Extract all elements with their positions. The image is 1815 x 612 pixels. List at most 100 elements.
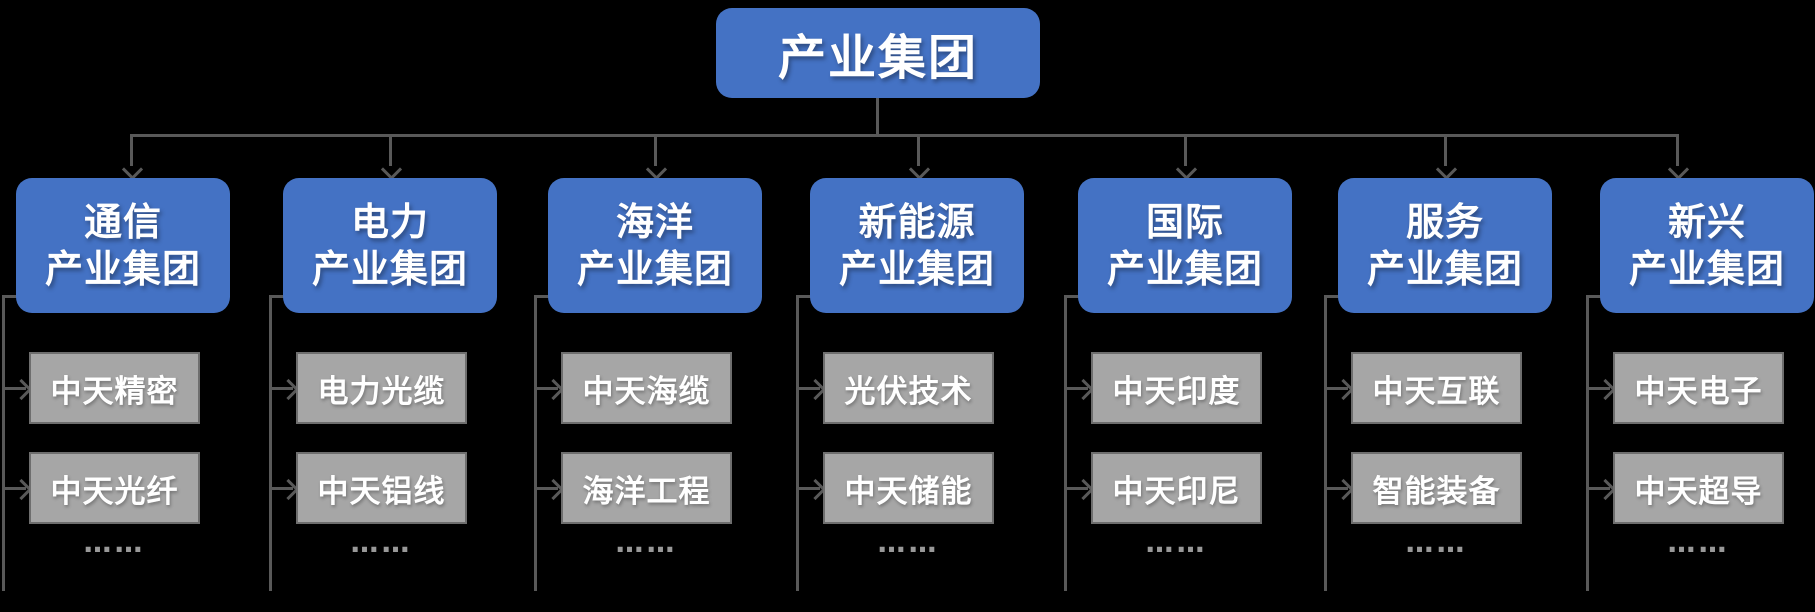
more-indicator: …… <box>350 526 413 559</box>
arrow-down-icon <box>1175 158 1198 181</box>
root-node-label: 产业集团 <box>777 30 978 86</box>
arrow-down-icon <box>1667 158 1690 181</box>
connector-child-arrow <box>1326 487 1348 490</box>
connector-drop-6 <box>1444 134 1447 166</box>
connector-drop-3 <box>654 134 657 166</box>
connector-child-arrow <box>1066 487 1088 490</box>
group-name-line1: 通信 <box>83 200 162 245</box>
subsidiary-node: 电力光缆 <box>296 352 467 424</box>
group-name-line2: 产业集团 <box>44 246 201 291</box>
connector-elbow <box>269 295 286 298</box>
more-indicator: …… <box>615 526 678 559</box>
connector-spine <box>1324 295 1327 591</box>
more-indicator: …… <box>83 526 146 559</box>
connector-drop-5 <box>1184 134 1187 166</box>
org-column-communication: 通信 产业集团 中天精密 中天光纤 …… <box>2 178 230 608</box>
subsidiary-label: 海洋工程 <box>582 473 711 510</box>
more-indicator: …… <box>1667 526 1730 559</box>
subsidiary-label: 中天超导 <box>1634 473 1763 510</box>
connector-child-arrow <box>798 387 820 390</box>
root-node: 产业集团 <box>716 8 1040 98</box>
connector-drop-1 <box>130 134 133 166</box>
subsidiary-node: 智能装备 <box>1351 452 1522 524</box>
more-indicator: …… <box>1405 526 1468 559</box>
group-node: 国际 产业集团 <box>1078 178 1292 313</box>
subsidiary-label: 中天电子 <box>1634 373 1763 410</box>
subsidiary-label: 中天印尼 <box>1112 473 1241 510</box>
group-node: 电力 产业集团 <box>283 178 497 313</box>
connector-root-stem <box>876 97 879 135</box>
subsidiary-node: 光伏技术 <box>823 352 994 424</box>
connector-spine <box>2 295 5 591</box>
group-name-line2: 产业集团 <box>1628 246 1785 291</box>
subsidiary-node: 中天印度 <box>1091 352 1262 424</box>
subsidiary-label: 光伏技术 <box>844 373 973 410</box>
subsidiary-node: 中天光纤 <box>29 452 200 524</box>
group-name-line1: 海洋 <box>615 200 694 245</box>
group-node: 服务 产业集团 <box>1338 178 1552 313</box>
org-column-new-energy: 新能源 产业集团 光伏技术 中天储能 …… <box>796 178 1024 608</box>
subsidiary-label: 中天海缆 <box>582 373 711 410</box>
connector-child-arrow <box>536 487 558 490</box>
connector-child-arrow <box>1588 487 1610 490</box>
group-name-line1: 电力 <box>350 200 429 245</box>
group-node: 通信 产业集团 <box>16 178 230 313</box>
connector-child-arrow <box>1326 387 1348 390</box>
group-name-line1: 国际 <box>1145 200 1224 245</box>
connector-drop-2 <box>389 134 392 166</box>
group-name-line2: 产业集团 <box>311 246 468 291</box>
connector-drop-4 <box>917 134 920 166</box>
connector-elbow <box>534 295 551 298</box>
subsidiary-node: 中天铝线 <box>296 452 467 524</box>
subsidiary-label: 中天精密 <box>50 373 179 410</box>
subsidiary-label: 智能装备 <box>1372 473 1501 510</box>
group-name-line1: 服务 <box>1405 200 1484 245</box>
subsidiary-label: 中天铝线 <box>317 473 446 510</box>
connector-drop-7 <box>1676 134 1679 166</box>
subsidiary-label: 中天互联 <box>1372 373 1501 410</box>
org-column-service: 服务 产业集团 中天互联 智能装备 …… <box>1324 178 1552 608</box>
connector-child-arrow <box>1588 387 1610 390</box>
connector-elbow <box>796 295 813 298</box>
subsidiary-node: 中天印尼 <box>1091 452 1262 524</box>
group-name-line2: 产业集团 <box>838 246 995 291</box>
subsidiary-label: 中天光纤 <box>50 473 179 510</box>
org-column-power: 电力 产业集团 电力光缆 中天铝线 …… <box>269 178 497 608</box>
connector-child-arrow <box>1066 387 1088 390</box>
arrow-down-icon <box>380 158 403 181</box>
connector-spine <box>269 295 272 591</box>
subsidiary-node: 中天储能 <box>823 452 994 524</box>
subsidiary-node: 中天互联 <box>1351 352 1522 424</box>
group-node: 新能源 产业集团 <box>810 178 1024 313</box>
arrow-down-icon <box>645 158 668 181</box>
group-name-line1: 新兴 <box>1667 200 1746 245</box>
org-column-international: 国际 产业集团 中天印度 中天印尼 …… <box>1064 178 1292 608</box>
connector-spine <box>1586 295 1589 591</box>
connector-child-arrow <box>271 487 293 490</box>
connector-elbow <box>1324 295 1341 298</box>
subsidiary-node: 中天电子 <box>1613 352 1784 424</box>
group-node: 新兴 产业集团 <box>1600 178 1814 313</box>
subsidiary-node: 中天超导 <box>1613 452 1784 524</box>
connector-spine <box>796 295 799 591</box>
subsidiary-label: 中天储能 <box>844 473 973 510</box>
connector-spine <box>534 295 537 591</box>
arrow-down-icon <box>121 158 144 181</box>
connector-elbow <box>1586 295 1603 298</box>
connector-child-arrow <box>271 387 293 390</box>
subsidiary-node: 中天精密 <box>29 352 200 424</box>
connector-spine <box>1064 295 1067 591</box>
group-name-line2: 产业集团 <box>576 246 733 291</box>
group-name-line2: 产业集团 <box>1366 246 1523 291</box>
connector-elbow <box>2 295 19 298</box>
more-indicator: …… <box>1145 526 1208 559</box>
group-node: 海洋 产业集团 <box>548 178 762 313</box>
org-column-marine: 海洋 产业集团 中天海缆 海洋工程 …… <box>534 178 762 608</box>
subsidiary-node: 海洋工程 <box>561 452 732 524</box>
connector-elbow <box>1064 295 1081 298</box>
connector-child-arrow <box>798 487 820 490</box>
org-column-emerging: 新兴 产业集团 中天电子 中天超导 …… <box>1586 178 1814 608</box>
arrow-down-icon <box>908 158 931 181</box>
group-name-line1: 新能源 <box>858 200 976 245</box>
